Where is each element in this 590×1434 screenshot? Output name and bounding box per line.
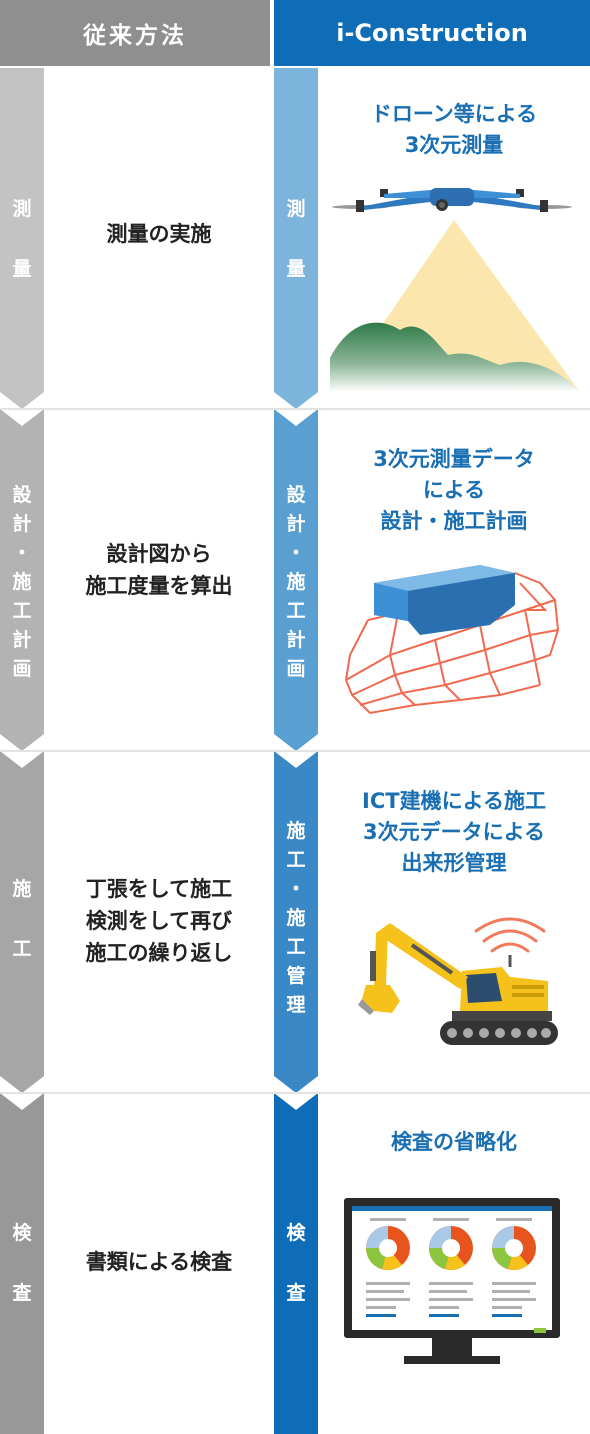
row-divider [0,1092,590,1094]
conventional-text-survey: 測量の実施 [106,222,212,246]
right-arrow-design [274,409,318,751]
row-divider [0,750,590,752]
row-divider [0,408,590,410]
left-step-label-design: 設 計 ・ 施 工 計 画 [12,484,32,680]
header-conventional: 従来方法 [0,0,270,66]
3d-terrain-mesh-icon [344,565,560,714]
right-step-label-survey: 測 量 [286,198,306,280]
left-step-label-inspection: 検 査 [12,1222,32,1304]
i-construction-title-construction: ICT建機による施工 3次元データによる 出来形管理 [362,789,546,875]
left-arrow-construction [0,751,44,1093]
right-step-label-construction: 施 工 ・ 施 工 管 理 [286,820,306,1016]
ict-excavator-icon [358,917,558,1045]
right-arrow-construction [274,751,318,1093]
left-step-label-survey: 測 量 [12,198,32,280]
i-construction-title-inspection: 検査の省略化 [391,1130,517,1154]
left-step-label-construction: 施 工 [12,878,32,960]
header-i-construction: i-Construction [274,0,590,66]
left-arrow-design [0,409,44,751]
monitor-charts-icon [344,1198,560,1364]
conventional-text-construction: 丁張をして施工 検測をして再び 施工の繰り返し [85,877,233,965]
i-construction-title-design: 3次元測量データ による 設計・施工計画 [373,447,535,533]
drone-survey-icon [330,188,580,392]
right-arrow-survey [274,68,318,409]
conventional-text-inspection: 書類による検査 [85,1250,233,1274]
i-construction-title-survey: ドローン等による 3次元測量 [370,102,538,157]
left-arrow-survey [0,68,44,409]
right-arrow-inspection [274,1093,318,1434]
conventional-text-design: 設計図から 施工度量を算出 [85,542,233,598]
right-step-label-inspection: 検 査 [286,1222,306,1304]
right-step-label-design: 設 計 ・ 施 工 計 画 [286,484,306,680]
left-arrow-inspection [0,1093,44,1434]
